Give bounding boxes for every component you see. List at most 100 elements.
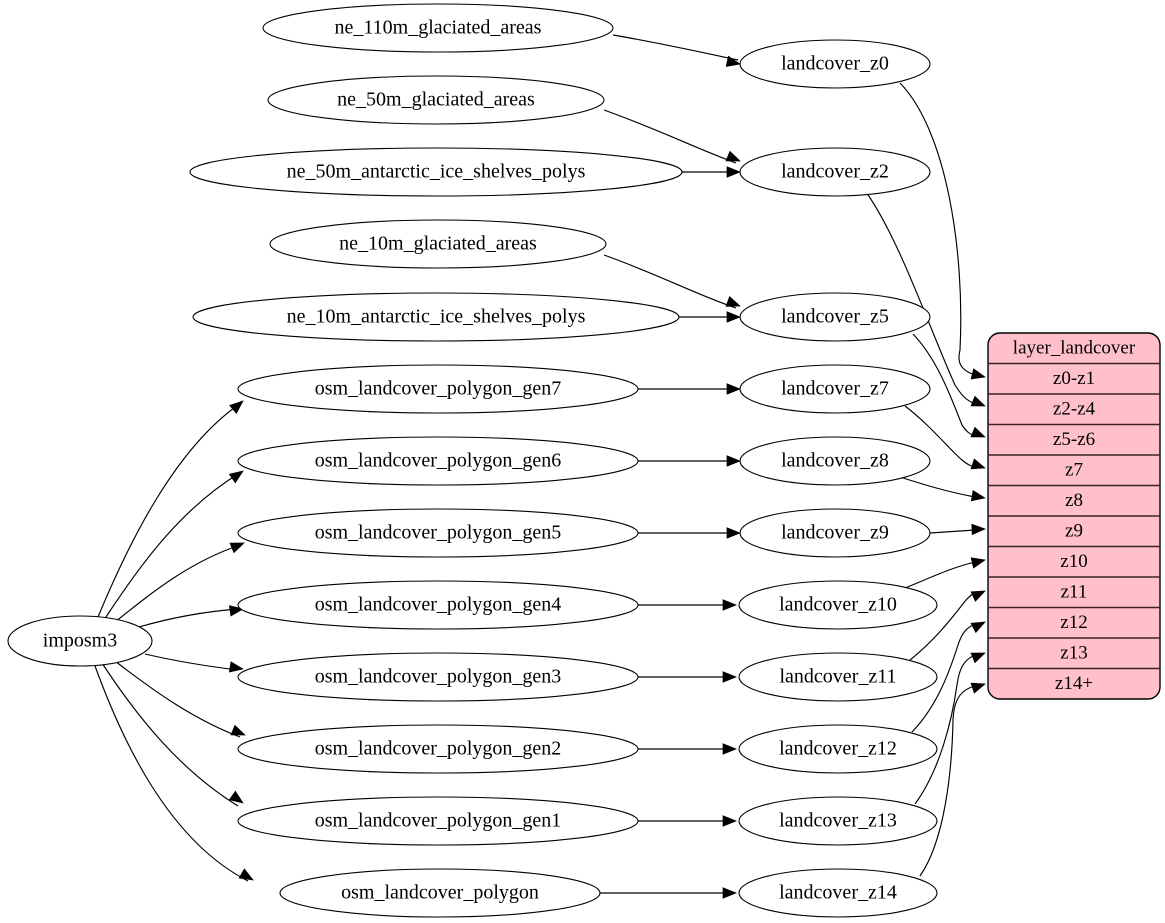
node-landcover_z0[interactable]: landcover_z0: [739, 39, 931, 89]
arrowhead: [970, 368, 986, 380]
node-shape: [739, 292, 931, 342]
table-row-z0-z1[interactable]: z0-z1: [988, 364, 1160, 395]
arrowhead: [238, 868, 254, 881]
node-label: osm_landcover_polygon: [341, 882, 539, 904]
arrowhead: [970, 458, 986, 470]
table-row-label: z5-z6: [1053, 429, 1095, 450]
arrowhead: [971, 523, 986, 536]
table-row-label: z8: [1065, 490, 1083, 511]
node-osm_landcover_polygon_gen4[interactable]: osm_landcover_polygon_gen4: [237, 580, 639, 630]
table-row-label: z12: [1060, 612, 1087, 633]
arrowhead: [229, 400, 244, 414]
table-row-z12[interactable]: z12: [988, 608, 1160, 639]
edge-imposm3-to-osm_landcover_polygon_gen4: [138, 608, 239, 628]
arrowhead: [228, 790, 244, 804]
table-row-z2-z4[interactable]: z2-z4: [988, 394, 1160, 425]
node-shape: [237, 436, 639, 486]
edge-imposm3-to-osm_landcover_polygon_gen3: [144, 653, 239, 671]
table-row-z9[interactable]: z9: [988, 516, 1160, 547]
node-shape: [237, 796, 639, 846]
edge-landcover_z14-to-row_z14_plus: [919, 685, 976, 877]
node-shape: [739, 508, 931, 558]
table-row-label: z7: [1065, 460, 1083, 481]
arrowhead: [725, 150, 741, 162]
node-shape: [739, 364, 931, 414]
node-osm_landcover_polygon_gen6[interactable]: osm_landcover_polygon_gen6: [237, 436, 639, 486]
table-row-z11[interactable]: z11: [988, 577, 1160, 608]
node-imposm3[interactable]: imposm3: [7, 615, 153, 667]
node-label: landcover_z2: [781, 161, 889, 183]
node-osm_landcover_polygon_gen2[interactable]: osm_landcover_polygon_gen2: [237, 724, 639, 774]
edge-landcover_z9-to-row_z9: [929, 529, 976, 534]
table-row-label: z13: [1060, 643, 1087, 664]
node-osm_landcover_polygon_gen7[interactable]: osm_landcover_polygon_gen7: [237, 364, 639, 414]
arrowhead: [726, 166, 741, 178]
node-label: landcover_z8: [781, 450, 889, 472]
layer-landcover-table[interactable]: layer_landcoverz0-z1z2-z4z5-z6z7z8z9z10z…: [987, 332, 1161, 700]
node-shape: [237, 652, 639, 702]
edge-landcover_z12-to-row_z12: [911, 623, 976, 733]
table-row-z13[interactable]: z13: [988, 638, 1160, 669]
arrowhead: [726, 383, 741, 395]
node-ne_110m_glaciated_areas[interactable]: ne_110m_glaciated_areas: [262, 3, 614, 53]
node-landcover_z2[interactable]: landcover_z2: [739, 147, 931, 197]
node-shape: [279, 868, 601, 918]
arrowhead: [228, 661, 244, 673]
node-ne_50m_glaciated_areas[interactable]: ne_50m_glaciated_areas: [267, 75, 605, 125]
arrowhead: [970, 652, 986, 664]
node-shape: [262, 3, 614, 53]
node-osm_landcover_polygon_gen3[interactable]: osm_landcover_polygon_gen3: [237, 652, 639, 702]
node-label: landcover_z11: [780, 666, 897, 688]
edge-landcover_z7-to-row_z7: [904, 405, 976, 468]
node-label: osm_landcover_polygon_gen7: [315, 378, 562, 400]
arrowhead: [725, 55, 741, 67]
arrowhead: [970, 395, 986, 407]
node-label: ne_10m_antarctic_ice_shelves_polys: [287, 306, 586, 328]
table-header-label: layer_landcover: [1013, 338, 1136, 359]
arrowheads-layer: [228, 55, 986, 899]
node-shape: [739, 39, 931, 89]
node-label: landcover_z13: [779, 810, 897, 832]
node-landcover_z14[interactable]: landcover_z14: [738, 868, 938, 918]
node-shape: [237, 724, 639, 774]
node-shape: [189, 147, 683, 197]
table-row-label: z9: [1065, 521, 1083, 542]
node-landcover_z5[interactable]: landcover_z5: [739, 292, 931, 342]
table-row-label: z0-z1: [1053, 368, 1095, 389]
table-row-z8[interactable]: z8: [988, 486, 1160, 517]
node-osm_landcover_polygon_gen1[interactable]: osm_landcover_polygon_gen1: [237, 796, 639, 846]
node-osm_landcover_polygon_gen5[interactable]: osm_landcover_polygon_gen5: [237, 508, 639, 558]
node-label: osm_landcover_polygon_gen1: [315, 810, 562, 832]
node-landcover_z7[interactable]: landcover_z7: [739, 364, 931, 414]
node-label: osm_landcover_polygon_gen3: [315, 666, 562, 688]
table-row-z7[interactable]: z7: [988, 455, 1160, 486]
node-landcover_z10[interactable]: landcover_z10: [738, 580, 938, 630]
table-row-z14-[interactable]: z14+: [988, 669, 1160, 700]
nodes-layer: imposm3 ne_110m_glaciated_areas ne_50m_gla…: [7, 3, 938, 918]
node-shape: [237, 364, 639, 414]
node-label: landcover_z14: [779, 882, 897, 904]
node-landcover_z9[interactable]: landcover_z9: [739, 508, 931, 558]
edge-landcover_z5-to-row_z5_z6: [912, 333, 976, 437]
node-ne_10m_antarctic_ice_shelves_polys[interactable]: ne_10m_antarctic_ice_shelves_polys: [192, 292, 680, 342]
node-landcover_z13[interactable]: landcover_z13: [738, 796, 938, 846]
edge-imposm3-to-osm_landcover_polygon_gen5: [114, 544, 241, 623]
node-shape: [192, 292, 680, 342]
node-landcover_z8[interactable]: landcover_z8: [739, 436, 931, 486]
node-ne_10m_glaciated_areas[interactable]: ne_10m_glaciated_areas: [269, 219, 607, 269]
node-landcover_z11[interactable]: landcover_z11: [738, 652, 938, 702]
node-osm_landcover_polygon[interactable]: osm_landcover_polygon: [279, 868, 601, 918]
arrowhead: [230, 724, 246, 736]
node-shape: [738, 652, 938, 702]
node-ne_50m_antarctic_ice_shelves_polys[interactable]: ne_50m_antarctic_ice_shelves_polys: [189, 147, 683, 197]
node-shape: [267, 75, 605, 125]
table-row-z5-z6[interactable]: z5-z6: [988, 425, 1160, 456]
node-label: landcover_z7: [781, 378, 889, 400]
arrowhead: [726, 455, 741, 467]
node-landcover_z12[interactable]: landcover_z12: [738, 724, 938, 774]
node-label: imposm3: [43, 630, 117, 652]
table-row-z10[interactable]: z10: [988, 547, 1160, 578]
node-shape: [739, 436, 931, 486]
